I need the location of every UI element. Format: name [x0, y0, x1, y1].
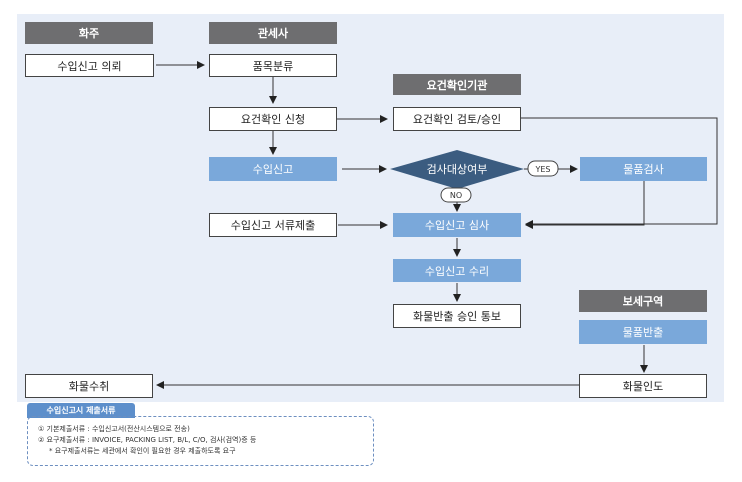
- declaration-review-box: 수입신고 심사: [393, 213, 521, 237]
- goods-inspection-box: 물품검사: [580, 157, 707, 181]
- arrow-inspection-to-review: [525, 181, 645, 229]
- yes-label: YES: [534, 165, 550, 174]
- declaration-accept-box: 수입신고 수리: [393, 259, 521, 282]
- requirement-review-box: 요건확인 검토/승인: [393, 107, 521, 131]
- legend-line-3: * 요구제출서류는 세관에서 확인이 필요한 경우 제출하도록 요구: [49, 447, 236, 455]
- decision-label: 검사대상여부: [427, 163, 488, 176]
- header-consignee: 화주: [25, 22, 153, 44]
- item-classification-box: 품목분류: [209, 54, 337, 77]
- no-pill: [440, 187, 472, 203]
- goods-release-box: 물품반출: [579, 320, 707, 344]
- header-requirement-agency: 요건확인기관: [393, 74, 521, 95]
- decision-diamond: [390, 150, 524, 189]
- yes-pill: [527, 160, 559, 177]
- requirement-apply-box: 요건확인 신청: [209, 107, 337, 131]
- no-label: NO: [450, 191, 462, 200]
- legend-title: 수입신고시 제출서류: [27, 403, 135, 418]
- import-declaration-box: 수입신고: [209, 157, 337, 181]
- legend-line-1: ① 기본제출서류 : 수입신고서(전산시스템으로 전송): [38, 425, 190, 433]
- document-submit-box: 수입신고 서류제출: [209, 213, 337, 237]
- import-request-box: 수입신고 의뢰: [25, 54, 154, 77]
- legend-line-2: ② 요구제출서류 : INVOICE, PACKING LIST, B/L, C…: [38, 436, 257, 444]
- cargo-delivery-box: 화물인도: [579, 374, 707, 398]
- arrow-requirement-review-to-review: [521, 117, 718, 228]
- cargo-receipt-box: 화물수취: [25, 374, 153, 398]
- header-customs-broker: 관세사: [209, 22, 337, 44]
- release-notice-box: 화물반출 승인 통보: [393, 304, 521, 328]
- header-bonded-area: 보세구역: [579, 290, 707, 312]
- legend-box: ① 기본제출서류 : 수입신고서(전산시스템으로 전송) ② 요구제출서류 : …: [27, 416, 374, 466]
